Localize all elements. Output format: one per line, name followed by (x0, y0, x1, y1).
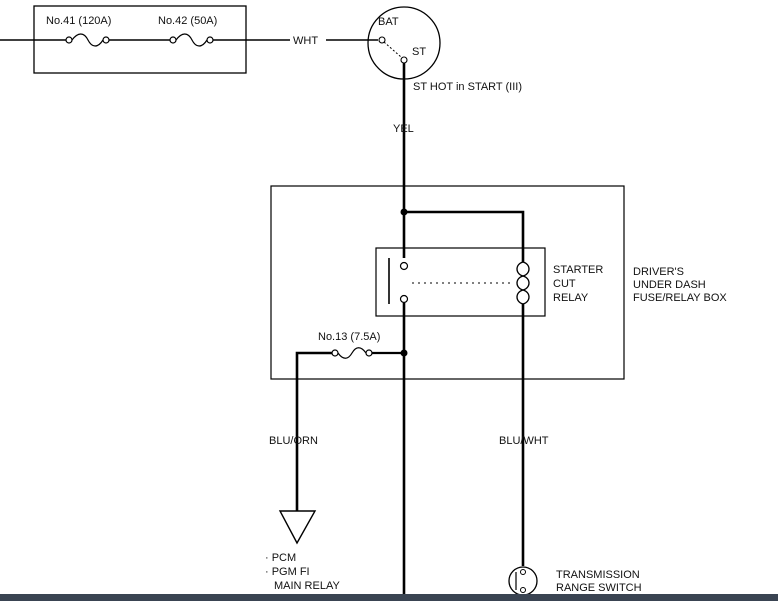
range-switch-label-line2: RANGE SWITCH (556, 582, 642, 594)
relay-label-line3: RELAY (553, 292, 589, 304)
pcm-arrow-icon (278, 510, 317, 545)
st-hot-note: ST HOT in START (III) (413, 81, 522, 93)
blu-wht-label: BLU/WHT (499, 435, 549, 447)
transmission-range-switch (508, 566, 538, 596)
fuse-42-label: No.42 (50A) (158, 15, 217, 27)
under-hood-fuse-box: No.41 (120A) No.42 (50A) (33, 5, 247, 74)
blu-orn-label: BLU/ORN (269, 435, 318, 447)
st-terminal-label: ST (412, 46, 426, 58)
relay-label-line1: STARTER (553, 264, 603, 276)
under-dash-fuse-relay-box (270, 185, 625, 380)
pcm-label-line1: · PCM (265, 552, 296, 564)
dash-box-label-line1: DRIVER'S (633, 266, 684, 278)
fuse-13-symbol (331, 347, 373, 359)
fuse-13-label: No.13 (7.5A) (318, 331, 380, 343)
pcm-label-line2: · PGM FI (265, 566, 310, 578)
range-switch-label-line1: TRANSMISSION (556, 569, 640, 581)
pcm-label-line3: MAIN RELAY (274, 580, 340, 592)
fuse-42-symbol (169, 33, 214, 47)
wht-wire-label: WHT (293, 35, 318, 47)
bat-feed-wire: WHT (0, 35, 378, 47)
viewer-bottom-bar (0, 594, 778, 601)
blu-orn-wire (295, 351, 332, 511)
fuse-41-label: No.41 (120A) (46, 15, 111, 27)
bat-terminal-label: BAT (378, 16, 399, 28)
yel-wire-label: YEL (393, 123, 414, 135)
coil-feed-wire (404, 210, 525, 262)
dash-box-label-line3: FUSE/RELAY BOX (633, 292, 727, 304)
starter-cut-relay (375, 247, 546, 317)
relay-label-line2: CUT (553, 278, 576, 290)
fuse-41-symbol (65, 33, 110, 47)
dash-box-label-line2: UNDER DASH (633, 279, 706, 291)
